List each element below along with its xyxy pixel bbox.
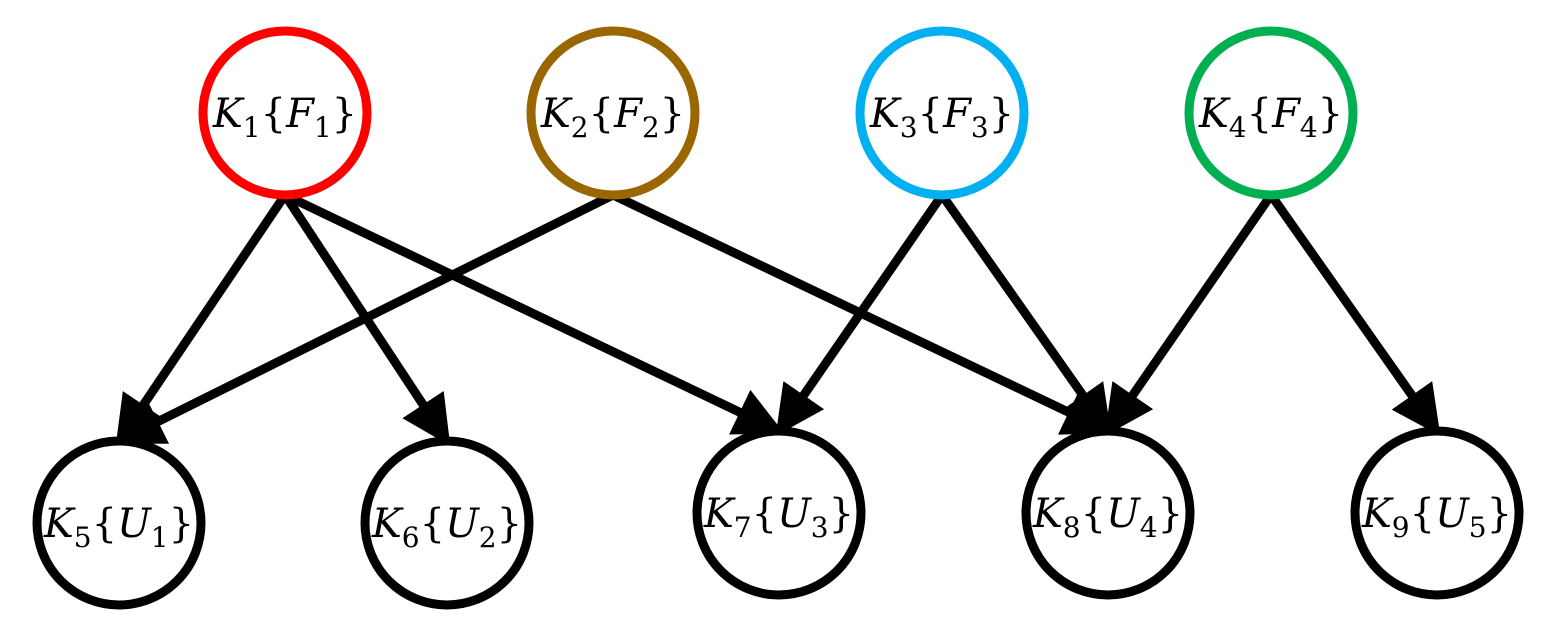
edge-k1-to-k5	[115, 192, 289, 446]
node-k7: K7{U3}	[692, 426, 866, 600]
node-circle	[1350, 426, 1524, 600]
node-circle	[1021, 426, 1195, 600]
node-k6: K6{U2}	[360, 436, 534, 610]
node-label: K3{F3}	[869, 91, 1014, 144]
node-k5: K5{U1}	[32, 436, 206, 610]
node-circle	[855, 26, 1029, 200]
node-circle	[1184, 26, 1358, 200]
node-label: K2{F2}	[540, 91, 685, 144]
node-k4: K4{F4}	[1184, 26, 1358, 200]
edge-k1-to-k7	[283, 190, 785, 435]
node-k9: K9{U5}	[1350, 426, 1524, 600]
nodes: K1{F1} K2{F2} K3{F3} K4{F4} K5{U1} K6{U2} K7{U…	[32, 26, 1524, 610]
edge-k3-to-k8	[938, 192, 1112, 436]
node-k3: K3{F3}	[855, 26, 1029, 200]
node-label: K6{U2}	[371, 501, 522, 554]
edge-k4-to-k8	[1104, 192, 1275, 436]
node-circle	[360, 436, 534, 610]
node-label: K1{F1}	[212, 91, 357, 144]
node-label: K8{U4}	[1032, 491, 1183, 544]
node-k8: K8{U4}	[1021, 426, 1195, 600]
node-circle	[198, 26, 372, 200]
node-k1: K1{F1}	[198, 26, 372, 200]
node-label: K5{U1}	[43, 501, 194, 554]
edges	[113, 190, 1441, 446]
node-circle	[526, 26, 700, 200]
node-label: K7{U3}	[703, 491, 854, 544]
node-label: K4{F4}	[1198, 91, 1343, 144]
node-circle	[32, 436, 206, 610]
node-label: K9{U5}	[1361, 491, 1512, 544]
node-circle	[692, 426, 866, 600]
edge-k3-to-k7	[775, 192, 946, 436]
node-k2: K2{F2}	[526, 26, 700, 200]
edge-k2-to-k5	[113, 190, 616, 444]
edge-k4-to-k9	[1267, 192, 1441, 436]
